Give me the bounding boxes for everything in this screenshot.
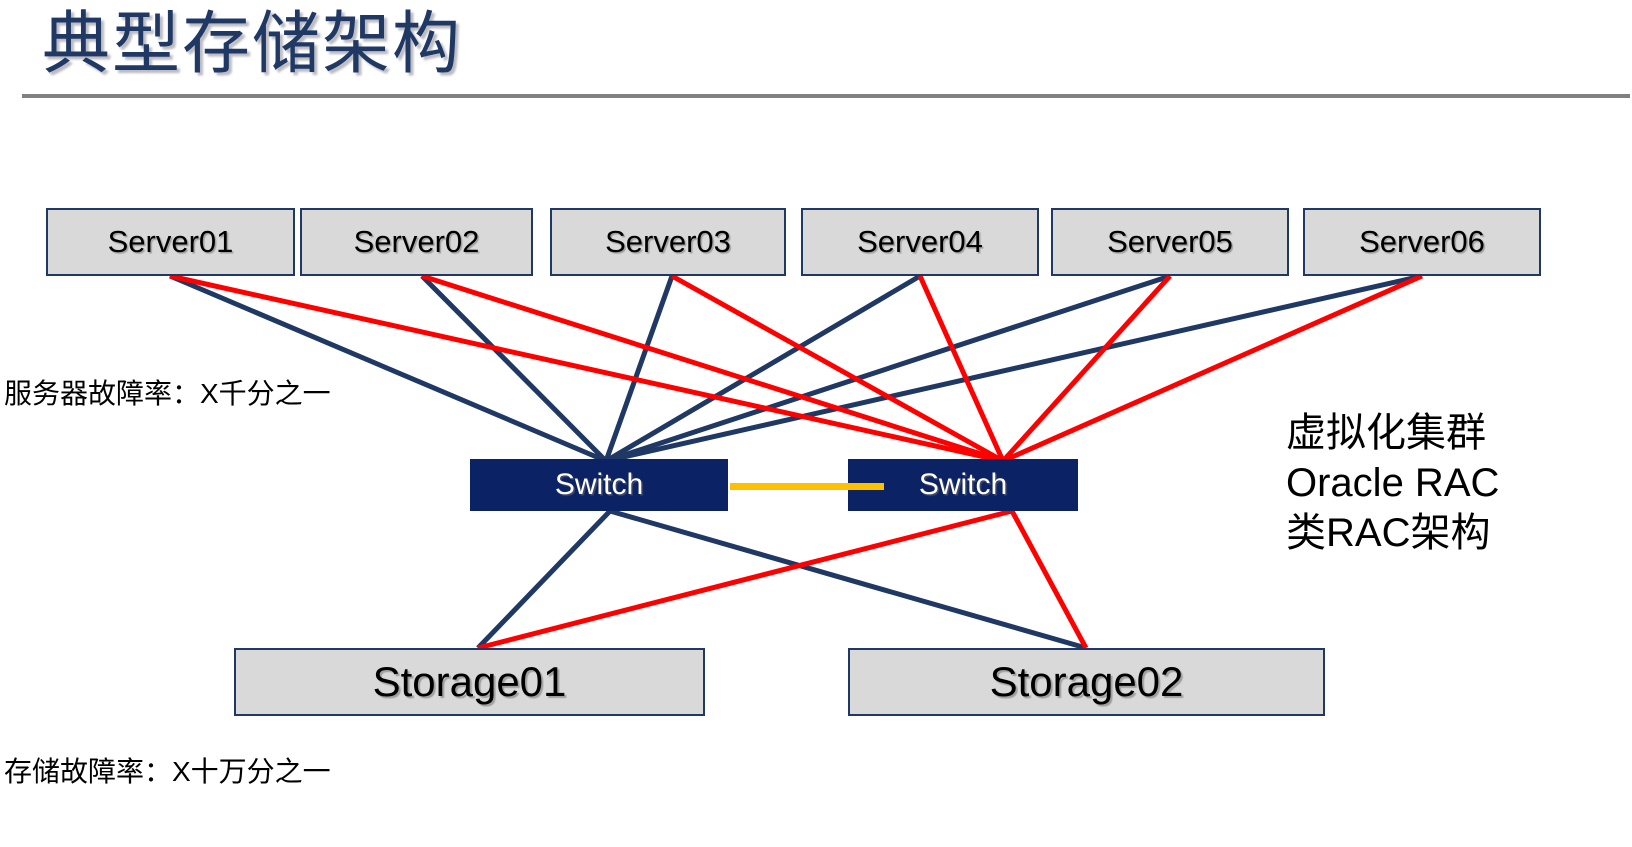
server-node-5[interactable]: Server05 xyxy=(1051,208,1289,276)
cluster-note-line-1: 虚拟化集群 xyxy=(1286,411,1486,455)
connection-line xyxy=(1009,509,1089,650)
switch-node-b-label: Switch xyxy=(918,468,1008,501)
cluster-architecture-note: 虚拟化集群 Oracle RAC 类RAC架构 xyxy=(1286,408,1499,558)
connection-line xyxy=(604,273,922,464)
storage-node-1[interactable]: Storage01 xyxy=(234,648,705,716)
connection-line xyxy=(476,509,612,650)
interswitch-link xyxy=(730,483,884,490)
connection-line xyxy=(169,273,1004,464)
connection-line xyxy=(917,274,1006,463)
connection-line xyxy=(603,275,675,462)
cluster-note-line-2: Oracle RAC xyxy=(1286,461,1500,505)
cluster-note-line-3: 类RAC架构 xyxy=(1286,511,1491,555)
server-node-1[interactable]: Server01 xyxy=(46,208,295,276)
storage-node-2[interactable]: Storage02 xyxy=(848,648,1325,716)
server-node-3[interactable]: Server03 xyxy=(550,208,786,276)
server-node-6-label: Server06 xyxy=(1359,224,1485,259)
server-node-1-label: Server01 xyxy=(107,224,234,259)
server-node-6[interactable]: Server06 xyxy=(1303,208,1541,276)
page-title: 典型存储架构 xyxy=(42,6,463,82)
server-node-5-label: Server05 xyxy=(1107,224,1233,259)
connection-line xyxy=(1001,274,1172,463)
server-node-4-label: Server04 xyxy=(857,224,983,259)
connection-line xyxy=(609,508,1087,651)
connection-line xyxy=(169,273,607,464)
server-node-2[interactable]: Server02 xyxy=(300,208,533,276)
connection-line xyxy=(421,273,1004,464)
server-node-3-label: Server03 xyxy=(605,224,731,259)
server-node-4[interactable]: Server04 xyxy=(801,208,1039,276)
storage-node-1-label: Storage01 xyxy=(372,658,567,705)
connection-line xyxy=(420,274,608,463)
server-failure-rate-note: 服务器故障率：X千分之一 xyxy=(4,378,331,409)
server-node-2-label: Server02 xyxy=(353,224,480,259)
title-divider xyxy=(22,94,1630,98)
storage-node-2-label: Storage02 xyxy=(989,658,1184,705)
switch-node-b[interactable]: Switch xyxy=(848,459,1078,511)
switch-node-a-label: Switch xyxy=(554,468,644,501)
switch-node-a[interactable]: Switch xyxy=(470,459,728,511)
storage-failure-rate-note: 存储故障率：X十万分之一 xyxy=(4,756,331,787)
connection-line xyxy=(670,273,1005,464)
connection-line xyxy=(477,508,1013,651)
connection-line xyxy=(605,273,1171,464)
